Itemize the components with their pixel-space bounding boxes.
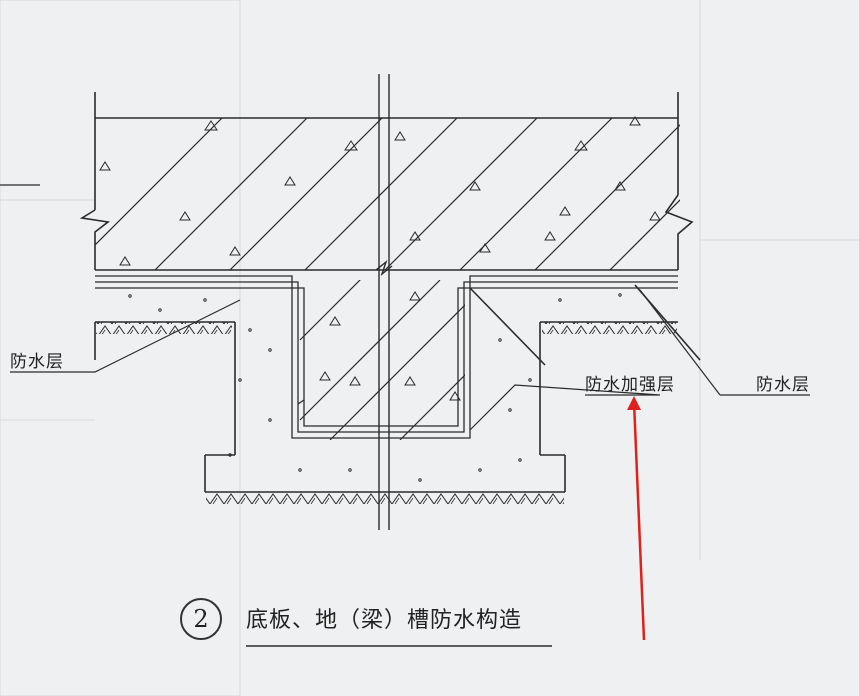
waterproof-membrane xyxy=(95,275,678,439)
soil-hatching xyxy=(96,322,677,504)
label-leaders xyxy=(0,184,810,431)
upper-slab xyxy=(79,92,694,271)
center-joint-line xyxy=(375,74,393,530)
caption-title: 底板、地（梁）槽防水构造 xyxy=(246,608,523,633)
label-waterproof-left: 防水层 xyxy=(10,352,64,372)
red-arrow xyxy=(627,396,646,641)
label-waterproof-reinforce: 防水加强层 xyxy=(585,375,675,395)
slab-hatching xyxy=(95,118,680,270)
label-waterproof-right: 防水层 xyxy=(756,375,810,395)
caption-number-circle: 2 xyxy=(180,598,222,640)
aggregate-marks xyxy=(99,116,661,482)
pit-hatching xyxy=(299,280,465,440)
